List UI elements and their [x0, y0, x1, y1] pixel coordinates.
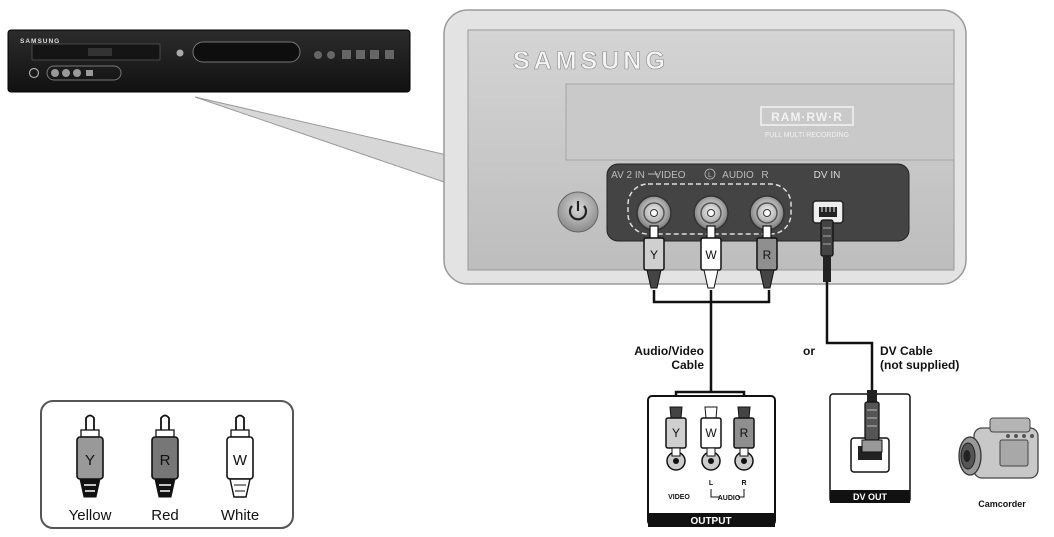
camcorder-icon: Camcorder: [958, 417, 1039, 509]
output-video-label: VIDEO: [668, 494, 690, 501]
plug-white-letter: W: [705, 248, 717, 262]
dv-cable: [825, 282, 874, 392]
panel-label-video: VIDEO: [654, 170, 685, 181]
legend-item-red: R Red: [151, 414, 179, 524]
recorder-logo-sub: FULL MULTI RECORDING: [765, 132, 849, 139]
or-label: or: [803, 344, 815, 358]
panel-label-audio: AUDIO: [722, 170, 754, 181]
legend-red-letter: R: [160, 452, 171, 469]
output-r-label: R: [741, 480, 746, 487]
plug-red-bottom: R: [733, 406, 755, 457]
recorder-brand: SAMSUNG: [513, 47, 669, 75]
recorder-logo: RAM·RW·R: [771, 110, 843, 124]
legend-item-white: W White: [221, 414, 259, 524]
power-icon: [557, 191, 599, 233]
panel-label-audio-l: L: [708, 172, 712, 179]
dv-plug-top: [820, 219, 834, 282]
plug-red-top: R: [756, 225, 778, 289]
dv-cable-label-line2: (not supplied): [880, 358, 960, 372]
legend-white-letter: W: [233, 452, 248, 469]
plug-yellow-letter: Y: [650, 248, 658, 262]
panel-label-audio-r: R: [761, 170, 768, 181]
dv-out-footer: DV OUT: [853, 492, 888, 502]
dv-plug-bottom: [861, 390, 883, 453]
dv-cable-label: DV Cable (not supplied): [880, 344, 970, 372]
output-audio-label: AUDIO: [718, 495, 741, 502]
av-cable-label-line1: Audio/Video: [634, 344, 704, 358]
plug-yellow-bottom: Y: [665, 406, 687, 457]
mini-player: SAMSUNG: [7, 29, 411, 93]
legend-item-yellow: Y Yellow: [69, 414, 112, 524]
output-l-label: L: [709, 480, 714, 487]
plug-red-letter: R: [763, 248, 772, 262]
legend-red-name: Red: [151, 507, 179, 524]
panel-label-dvin: DV IN: [814, 170, 841, 181]
panel-label-av2in: AV 2 IN: [611, 170, 645, 181]
dv-cable-label-line1: DV Cable: [880, 344, 933, 358]
plug-yellow-bottom-letter: Y: [672, 426, 680, 440]
audio-r-in-jack: [749, 195, 785, 231]
output-footer: OUTPUT: [690, 516, 731, 527]
zoom-callout: [194, 96, 448, 184]
audio-l-in-jack: [693, 195, 729, 231]
mini-player-brand: SAMSUNG: [20, 38, 60, 45]
dv-in-port: [812, 200, 844, 224]
plug-white-bottom-letter: W: [705, 426, 717, 440]
av-cable-label: Audio/Video Cable: [626, 344, 704, 372]
legend-yellow-name: Yellow: [69, 507, 112, 524]
plug-white-top: W: [700, 225, 722, 289]
camcorder-label: Camcorder: [978, 499, 1026, 509]
video-in-jack: [636, 195, 672, 231]
plug-yellow-top: Y: [643, 225, 665, 289]
plug-white-bottom: W: [700, 406, 722, 457]
legend-white-name: White: [221, 507, 259, 524]
plug-red-bottom-letter: R: [740, 426, 749, 440]
legend-yellow-letter: Y: [85, 452, 95, 469]
av-cable-label-line2: Cable: [671, 358, 704, 372]
plug-color-legend: Y Yellow R Red W White: [40, 400, 294, 529]
